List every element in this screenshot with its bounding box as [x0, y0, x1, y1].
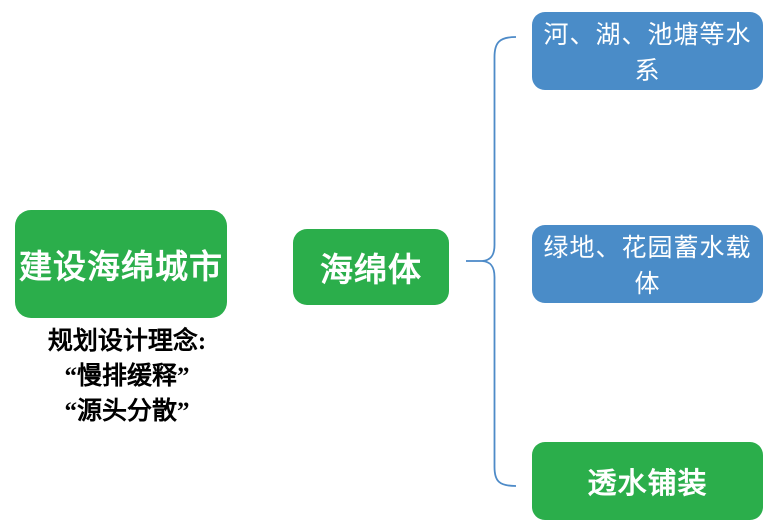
- note-line: 规划设计理念:: [47, 328, 207, 355]
- note-line: “慢排缓释”: [64, 363, 190, 390]
- planning-concept-note: 规划设计理念: “慢排缓释” “源头分散”: [8, 324, 246, 429]
- root-node-label: 建设海绵城市: [19, 250, 223, 286]
- leaf-node-label: 河、湖、池塘等水系: [543, 22, 752, 85]
- note-line: “源头分散”: [64, 398, 190, 425]
- diagram-node-leaf-water-systems: 河、湖、池塘等水系: [532, 12, 763, 90]
- hub-node-label: 海绵体: [320, 253, 422, 289]
- diagram-node-root: 建设海绵城市: [15, 210, 227, 318]
- diagram-node-leaf-green-space: 绿地、花园蓄水载体: [532, 225, 763, 303]
- leaf-node-label: 绿地、花园蓄水载体: [543, 235, 752, 298]
- leaf-node-label: 透水铺装: [587, 468, 708, 500]
- diagram-node-hub: 海绵体: [293, 229, 449, 305]
- curly-brace: [481, 36, 517, 487]
- diagram-node-leaf-permeable-paving: 透水铺装: [532, 442, 763, 520]
